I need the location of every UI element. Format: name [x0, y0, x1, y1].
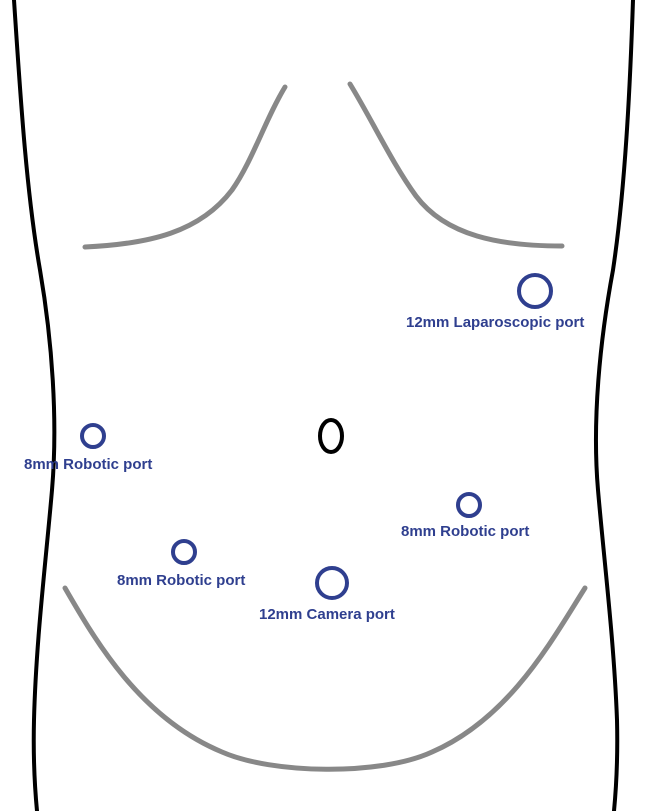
port-marker-robotic-8mm-lower — [171, 539, 197, 565]
port-label-robotic-8mm-left: 8mm Robotic port — [24, 456, 153, 473]
torso-left-outline — [12, 0, 57, 811]
port-marker-robotic-8mm-left — [80, 423, 106, 449]
port-label-robotic-8mm-lower: 8mm Robotic port — [117, 572, 246, 589]
umbilicus — [318, 418, 344, 454]
port-marker-camera-12mm — [315, 566, 349, 600]
right-costal-margin — [347, 81, 565, 249]
port-label-camera-12mm: 12mm Camera port — [259, 606, 395, 623]
port-marker-laparoscopic-12mm — [517, 273, 553, 309]
lower-abdomen-curve — [62, 585, 588, 772]
torso-right-outline — [594, 0, 635, 811]
port-label-laparoscopic-12mm: 12mm Laparoscopic port — [406, 314, 585, 331]
port-label-robotic-8mm-right: 8mm Robotic port — [401, 523, 530, 540]
left-costal-margin — [82, 84, 288, 250]
port-marker-robotic-8mm-right — [456, 492, 482, 518]
